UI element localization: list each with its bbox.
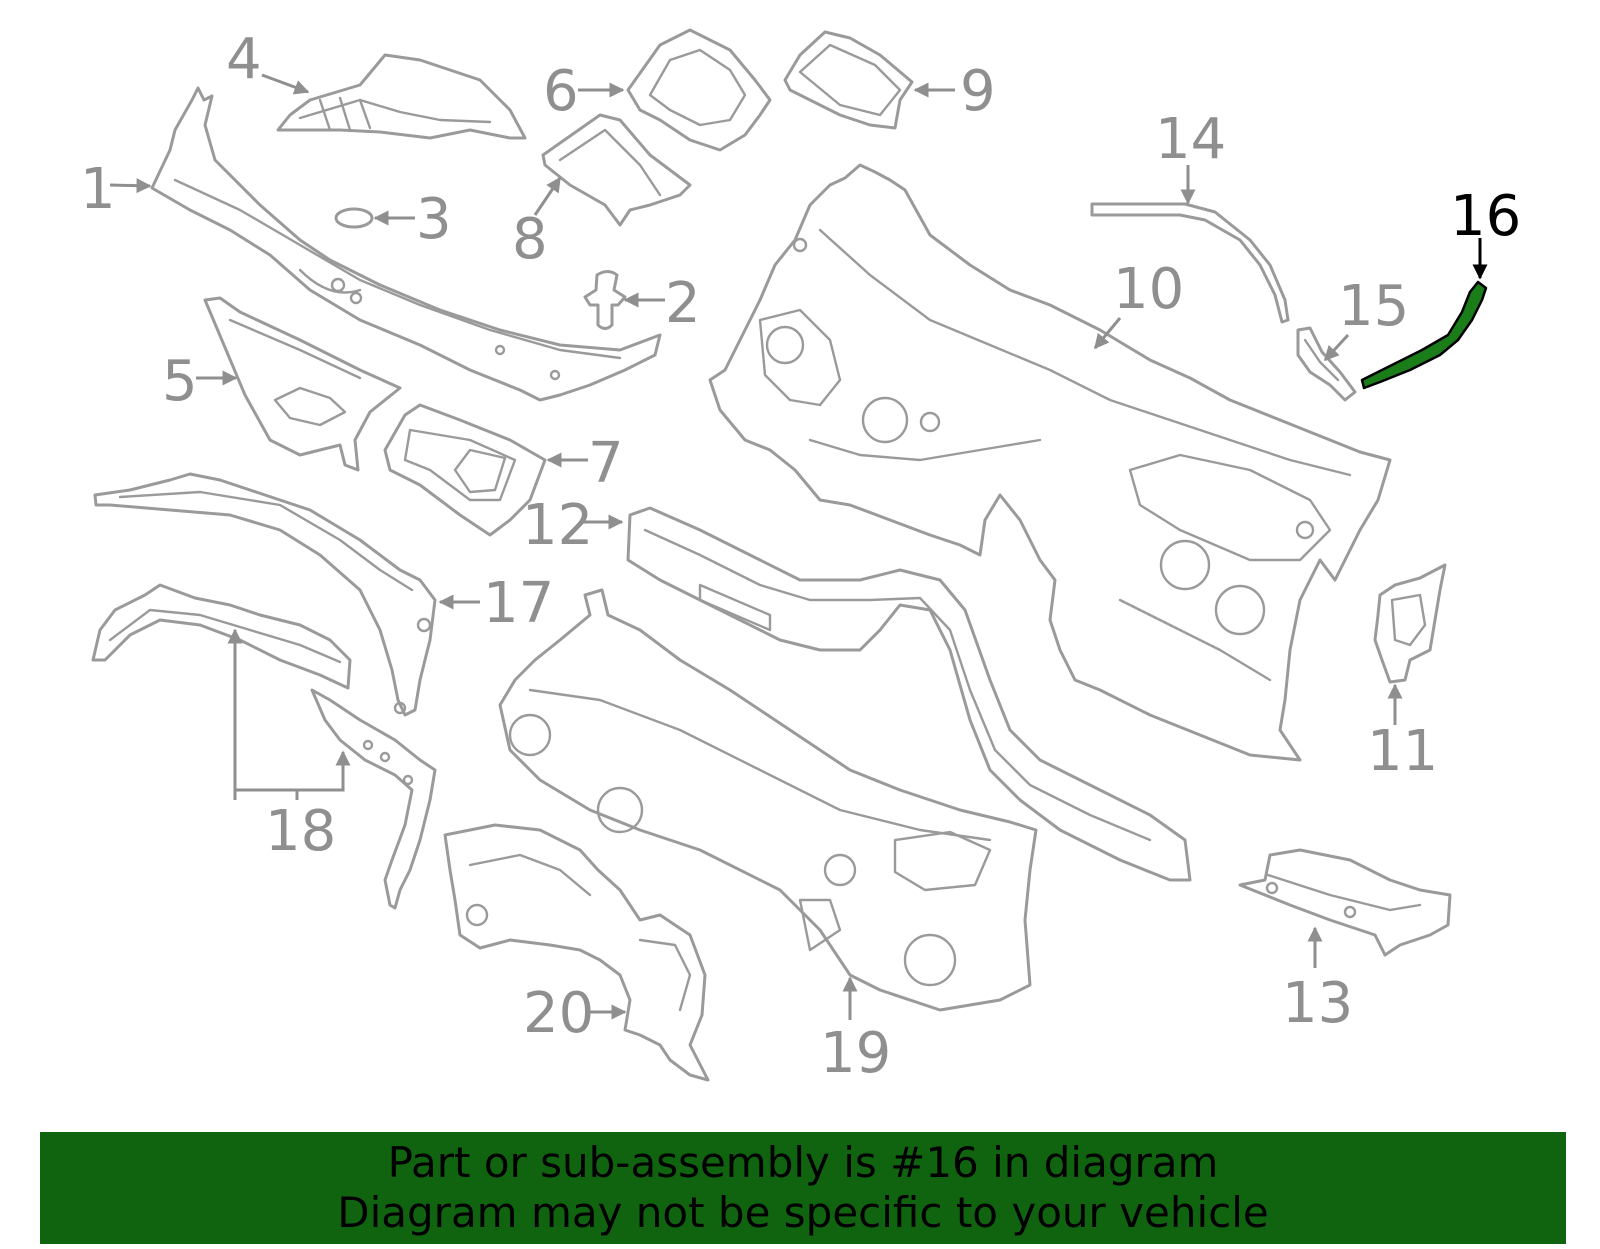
callout-9: 9 xyxy=(960,59,996,124)
part-17-cowl-side xyxy=(93,472,437,717)
part-19-dash-insulator xyxy=(498,588,1038,1012)
callout-8: 8 xyxy=(512,207,548,272)
callout-4: 4 xyxy=(226,27,262,92)
callout-10: 10 xyxy=(1113,257,1184,322)
callout-11: 11 xyxy=(1367,719,1438,784)
part-13-support xyxy=(1238,848,1452,957)
part-20-wheelhouse-liner xyxy=(443,823,710,1082)
callout-5: 5 xyxy=(162,349,198,414)
callout-14: 14 xyxy=(1155,107,1226,172)
part-6-bracket xyxy=(626,28,772,152)
part-11-bracket xyxy=(1373,563,1447,684)
part-1-cowl-panel xyxy=(150,86,662,402)
part-14-strip xyxy=(1090,202,1290,324)
callout-13: 13 xyxy=(1282,971,1353,1036)
info-banner: Part or sub-assembly is #16 in diagram D… xyxy=(40,1132,1566,1244)
callout-16: 16 xyxy=(1450,184,1521,249)
callout-labels: 1 2 3 4 5 6 7 8 9 10 11 12 13 14 15 16 1… xyxy=(80,27,1521,1086)
part-16-strip-highlighted xyxy=(1360,280,1488,390)
callout-12: 12 xyxy=(522,493,593,558)
callout-6: 6 xyxy=(543,59,579,124)
callout-3: 3 xyxy=(416,187,452,252)
callout-15: 15 xyxy=(1338,274,1409,339)
callout-18: 18 xyxy=(265,799,336,864)
part-5-side-panel xyxy=(203,296,402,472)
callout-20: 20 xyxy=(523,981,594,1046)
part-12-rail xyxy=(626,506,1192,882)
part-9-cover xyxy=(783,30,914,130)
part-10-bulkhead xyxy=(708,163,1392,762)
callout-17: 17 xyxy=(483,571,554,636)
callout-lines xyxy=(109,73,1488,1020)
part-18-wheelhouse-bracket xyxy=(91,583,352,690)
part-3-plug xyxy=(334,207,374,229)
part-15-clip xyxy=(1296,326,1357,402)
part-2-clip xyxy=(583,270,627,330)
part-8-seal xyxy=(541,113,692,227)
banner-line-1: Part or sub-assembly is #16 in diagram xyxy=(387,1138,1219,1187)
callout-7: 7 xyxy=(588,431,624,496)
part-4-upper-panel xyxy=(276,53,527,140)
part-18-pillar-bracket xyxy=(310,688,437,910)
callout-19: 19 xyxy=(820,1021,891,1086)
part-7-insulator xyxy=(383,403,547,537)
callout-1: 1 xyxy=(80,157,116,222)
callout-2: 2 xyxy=(665,271,701,336)
banner-line-2: Diagram may not be specific to your vehi… xyxy=(337,1188,1269,1237)
